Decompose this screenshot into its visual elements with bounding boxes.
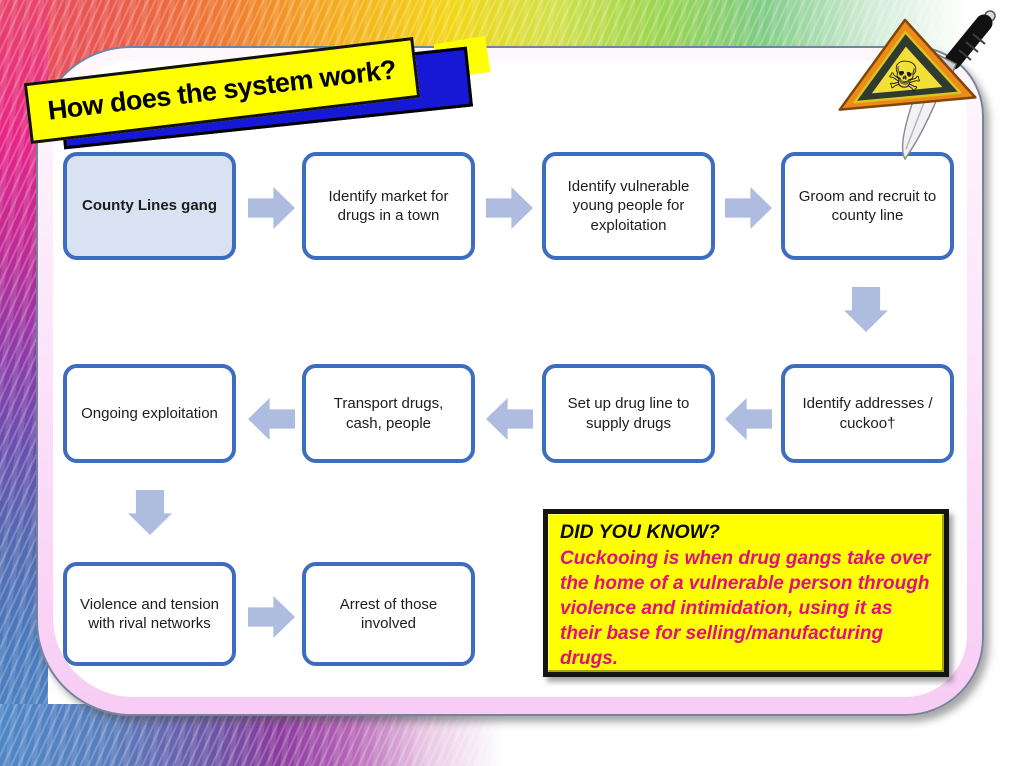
flow-box-arrest: Arrest of those involved [302,562,475,666]
flow-box-label: Identify vulnerable young people for exp… [567,177,690,234]
flow-box-label: Set up drug line to supply drugs [567,395,690,432]
hazard-icon: ☠ [838,10,996,161]
did-you-know-body: Cuckooing is when drug gangs take over t… [560,548,931,670]
flow-box-identify-vulnerable: Identify vulnerable young people for exp… [542,152,715,260]
skull-and-crossbones-icon: ☠ [884,53,926,102]
flow-box-label: Groom and recruit to county line [798,187,937,225]
did-you-know-heading: DID YOU KNOW? [560,521,720,543]
did-you-know-callout: DID YOU KNOW? Cuckooing is when drug gan… [543,509,949,677]
flow-box-label: Identify addresses / cuckoo† [802,395,933,432]
flow-box-label: Arrest of those involved [339,595,438,633]
title-banner: How does the system work? [18,36,491,150]
flow-box-county-lines-gang: County Lines gang [63,152,236,260]
flow-box-identify-market: Identify market for drugs in a town [302,152,475,260]
flow-box-label: Transport drugs, cash, people [333,395,444,432]
flow-box-set-up-drug-line: Set up drug line to supply drugs [542,364,715,463]
flow-box-groom-recruit: Groom and recruit to county line [781,152,954,260]
flow-box-label: County Lines gang [82,197,217,215]
flow-box-ongoing-exploitation: Ongoing exploitation [63,364,236,463]
flow-box-label: Violence and tension with rival networks [80,595,219,633]
flow-box-label: Ongoing exploitation [81,404,218,422]
flow-box-label: Identify market for drugs in a town [328,187,449,225]
flow-box-identify-addresses: Identify addresses / cuckoo† [781,364,954,463]
flow-box-violence-tension: Violence and tension with rival networks [63,562,236,666]
flow-box-transport-drugs: Transport drugs, cash, people [302,364,475,463]
